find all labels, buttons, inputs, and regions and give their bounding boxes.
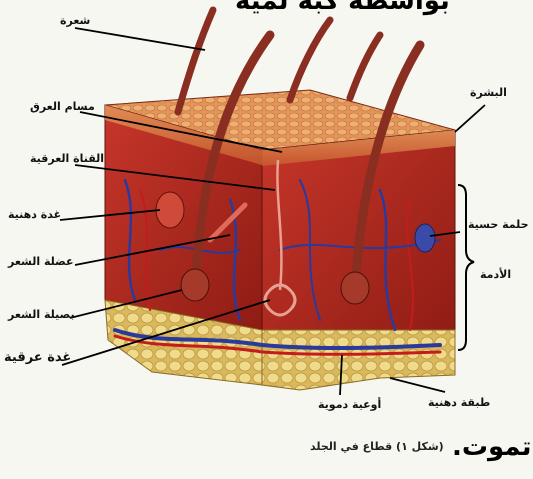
label-pore: مسام العرق	[30, 100, 95, 113]
dermis-bracket	[458, 185, 474, 350]
label-sweat-gland: غدة عرقية	[4, 350, 71, 365]
label-sensory-corpuscle: حلمة حسية	[468, 218, 529, 231]
label-sebaceous-gland: غدة دهنية	[8, 208, 61, 221]
label-fat-layer: طبقة دهنية	[428, 396, 490, 409]
hair-bulb-right	[341, 272, 369, 304]
figure-caption: (شكل ١) قطاع في الجلد	[310, 440, 444, 453]
label-blood-vessels: أوعية دموية	[318, 398, 381, 411]
sensory-corpuscle-shape	[415, 224, 435, 252]
label-dermis: الأدمة	[480, 268, 511, 281]
label-sweat-duct: القناة العرقية	[30, 152, 104, 165]
sebaceous-gland-shape	[156, 192, 184, 228]
label-hair-bulb: بصيلة الشعر	[8, 308, 75, 321]
label-hair-muscle: عضلة الشعر	[8, 255, 74, 268]
fat-layer-right	[262, 330, 455, 390]
label-hair: شعرة	[60, 14, 90, 27]
hair-bulb-left	[181, 269, 209, 301]
label-epidermis: البشرة	[470, 86, 507, 99]
footer-text-fragment: تموت.	[452, 432, 532, 462]
